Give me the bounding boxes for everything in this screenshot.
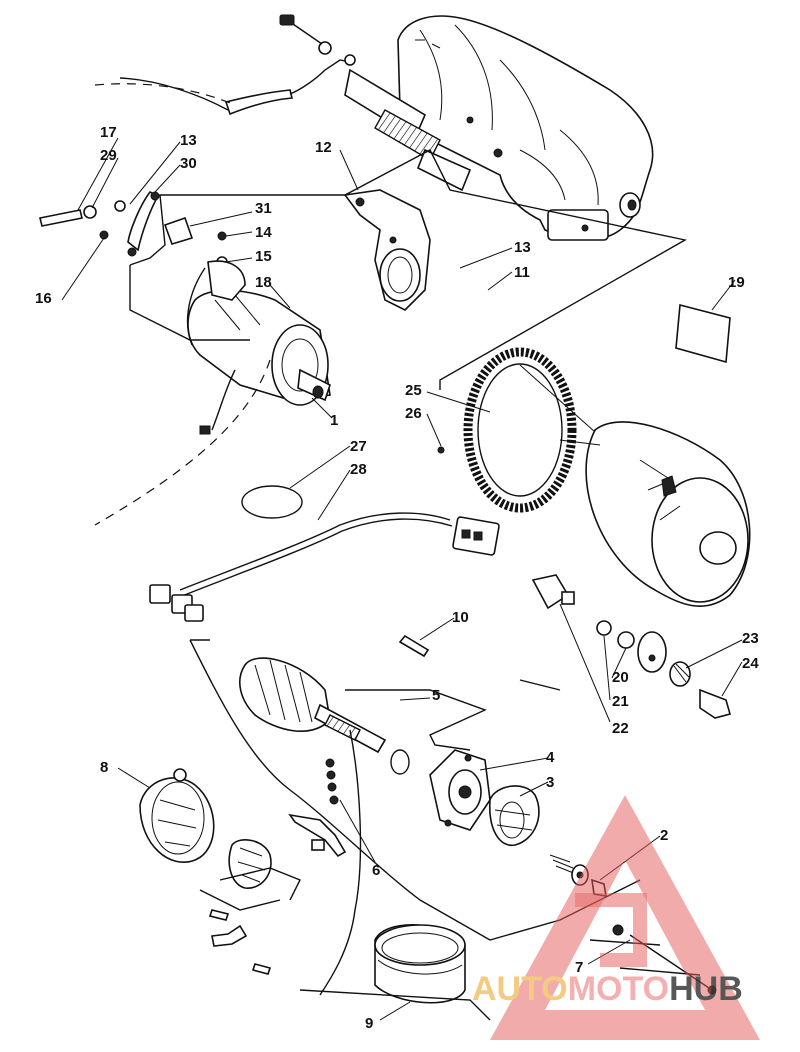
motor-housing-yoke xyxy=(374,923,466,1004)
callout-2: 2 xyxy=(660,827,668,844)
callout-4: 4 xyxy=(546,749,555,766)
callout-3: 3 xyxy=(546,774,554,791)
callout-8: 8 xyxy=(100,759,108,776)
hardware-set-top-left xyxy=(39,190,228,268)
svg-text:AUTOMOTOHUB: AUTOMOTOHUB xyxy=(472,970,743,1008)
starter-motor-assembly xyxy=(186,260,331,435)
automotohub-watermark: AUTOMOTOHUB xyxy=(472,795,760,1040)
callout-leaders xyxy=(61,137,743,1021)
callout-10: 10 xyxy=(452,609,469,626)
watermark-triangle-logo xyxy=(490,795,760,1040)
callout-23: 23 xyxy=(742,630,759,647)
callout-13-top: 13 xyxy=(180,132,197,149)
drive-end-cover-and-pinion xyxy=(429,749,540,847)
callout-6: 6 xyxy=(372,862,380,879)
callout-7: 7 xyxy=(575,959,583,976)
callout-26: 26 xyxy=(405,405,422,422)
callout-27: 27 xyxy=(350,438,367,455)
watermark-word-hub: HUB xyxy=(669,970,743,1008)
throttle-cable xyxy=(119,14,356,116)
clip-and-wire-harness xyxy=(149,485,500,622)
callout-17: 17 xyxy=(100,124,117,141)
ring-gear-and-flywheel xyxy=(437,347,751,607)
watermark-word-moto: MOTO xyxy=(568,970,669,1008)
decal-plate xyxy=(675,303,731,364)
callout-21: 21 xyxy=(612,693,629,710)
callout-12: 12 xyxy=(315,139,332,156)
watermark-word-auto: AUTO xyxy=(472,970,568,1008)
assembly-guide-lines xyxy=(94,83,701,1021)
callout-18: 18 xyxy=(255,274,272,291)
brush-end-cover-assembly xyxy=(139,758,347,889)
callout-31: 31 xyxy=(255,200,272,217)
callout-14: 14 xyxy=(255,224,272,241)
mounting-bracket xyxy=(343,189,431,311)
callout-24: 24 xyxy=(742,655,759,672)
callout-15: 15 xyxy=(255,248,272,265)
callout-25: 25 xyxy=(405,382,422,399)
sensor-switch-hardware xyxy=(398,574,731,719)
callout-11: 11 xyxy=(514,264,530,281)
callout-16: 16 xyxy=(35,290,52,307)
callout-13-right: 13 xyxy=(514,239,531,256)
armature-assembly xyxy=(239,657,410,775)
callout-20: 20 xyxy=(612,669,629,686)
callout-29: 29 xyxy=(100,147,117,164)
small-hardware-lower-left xyxy=(208,909,272,975)
callout-1: 1 xyxy=(330,412,338,429)
callout-30: 30 xyxy=(180,155,197,172)
callout-numbers: 17 29 13 30 12 31 14 15 18 16 13 11 19 1… xyxy=(35,124,759,1032)
engine-crankcase xyxy=(344,15,654,241)
callout-5: 5 xyxy=(432,687,440,704)
callout-22: 22 xyxy=(612,720,629,737)
callout-28: 28 xyxy=(350,461,367,478)
callout-19: 19 xyxy=(728,274,745,291)
callout-9: 9 xyxy=(365,1015,373,1032)
